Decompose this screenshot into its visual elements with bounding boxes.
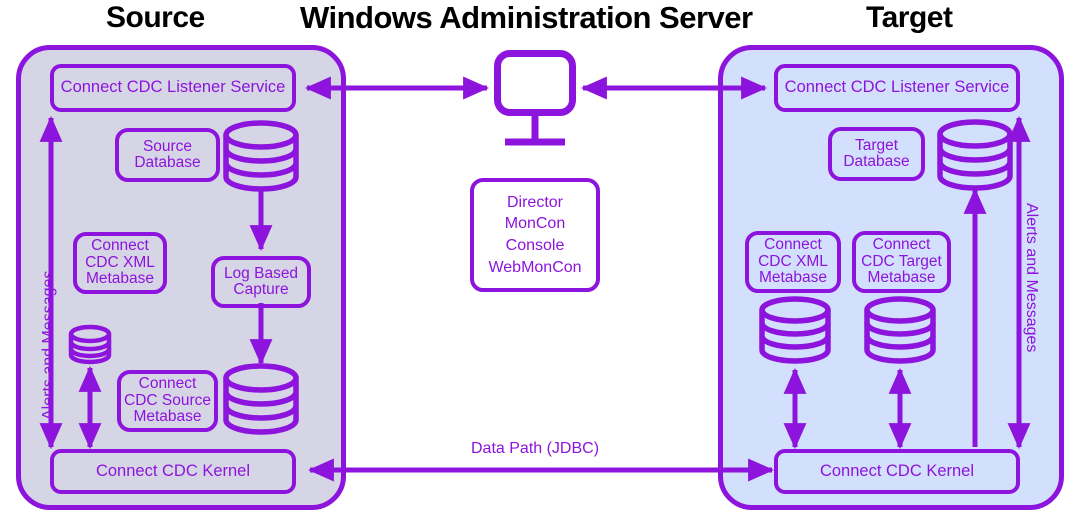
target-xml-metabase-box: Connect CDC XML Metabase [745,231,841,293]
source-metabase-line3: Metabase [133,408,202,426]
target-metabase-box: Connect CDC Target Metabase [852,231,951,293]
windows-administration-server-heading: Windows Administration Server [300,0,753,35]
log-based-capture-box: Log Based Capture [211,256,311,308]
source-xml-metabase-line2: CDC XML [85,253,155,271]
source-metabase-line2: CDC Source [124,391,211,409]
target-database-box: Target Database [828,127,925,181]
monitor-stand-icon [505,116,565,146]
source-database-label-line2: Database [134,154,201,171]
target-metabase-line2: CDC Target [861,252,942,270]
source-alerts-messages-label: Alerts and Messages [40,270,57,420]
source-heading: Source [106,1,205,34]
target-kernel-box: Connect CDC Kernel [774,449,1020,494]
service-webmoncon: WebMonCon [488,258,582,276]
source-xml-metabase-box: Connect CDC XML Metabase [73,232,167,294]
service-moncon: MonCon [504,215,566,233]
target-listener-service-box: Connect CDC Listener Service [774,64,1020,112]
source-xml-metabase-line3: Metabase [85,270,155,288]
log-based-capture-line2: Capture [233,281,289,298]
target-metabase-line1: Connect [872,236,931,254]
service-director: Director [506,193,563,211]
target-database-label-line1: Target [854,136,899,154]
monitor-screen-icon [494,50,576,116]
target-xml-metabase-line3: Metabase [758,269,828,287]
target-xml-metabase-line1: Connect [764,236,822,254]
service-console: Console [505,237,565,254]
source-listener-service-box: Connect CDC Listener Service [50,64,296,112]
source-kernel-box: Connect CDC Kernel [50,449,296,494]
log-based-capture-line1: Log Based [223,264,299,282]
source-metabase-line1: Connect [138,375,197,393]
target-heading: Target [866,1,953,34]
target-xml-metabase-line2: CDC XML [758,252,828,270]
source-metabase-box: Connect CDC Source Metabase [117,370,218,432]
center-services-box: Director MonCon Console WebMonCon [470,178,600,292]
source-database-label-line1: Source [142,137,193,155]
target-alerts-messages-label: Alerts and Messages [1023,203,1040,353]
target-metabase-line3: Metabase [867,269,936,287]
source-xml-metabase-line1: Connect [91,237,149,255]
target-database-label-line2: Database [843,153,910,170]
source-database-box: Source Database [115,128,220,182]
data-path-label: Data Path (JDBC) [471,440,600,457]
